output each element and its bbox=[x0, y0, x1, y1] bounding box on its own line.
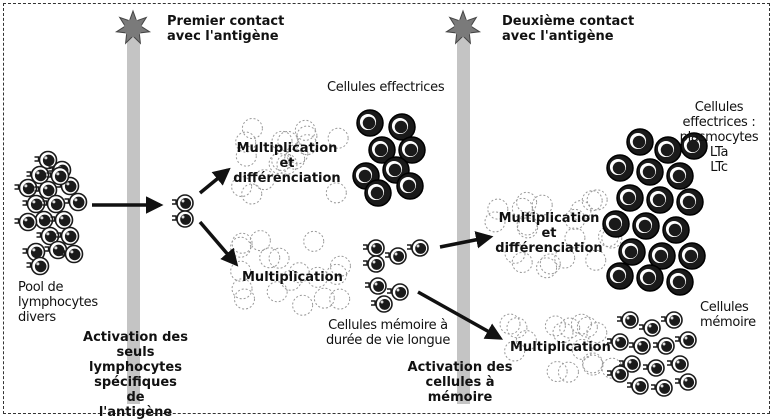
effector-cell bbox=[632, 212, 660, 240]
lymphocyte-cell bbox=[46, 166, 70, 186]
effector-cell bbox=[368, 136, 396, 164]
effector-cell bbox=[396, 172, 424, 200]
effector-cell bbox=[678, 242, 706, 270]
lymphocyte-cell bbox=[617, 311, 639, 329]
lymphocyte-cell bbox=[172, 210, 194, 228]
effector-cell bbox=[666, 162, 694, 190]
lymphocyte-cell bbox=[667, 355, 689, 373]
effector-cell bbox=[606, 262, 634, 290]
lymphocyte-cell bbox=[50, 210, 74, 230]
lymphocyte-cell bbox=[22, 242, 46, 262]
lymphocyte-cell bbox=[34, 180, 58, 200]
effector-cell bbox=[680, 132, 708, 160]
activation-memory-label: Activation des cellules à mémoire bbox=[407, 360, 513, 405]
diagram-frame bbox=[3, 3, 770, 414]
effector-cell bbox=[606, 154, 634, 182]
second-contact-bar bbox=[457, 36, 470, 404]
effector-cell bbox=[364, 179, 392, 207]
arrow-icon bbox=[417, 290, 504, 340]
lymphocyte-cell bbox=[363, 239, 385, 257]
pool-label: Pool de lymphocytes divers bbox=[18, 280, 98, 325]
multiplication-label-1: Multiplication bbox=[242, 270, 343, 285]
lymphocyte-cell bbox=[619, 355, 641, 373]
mult-diff-label-2: Multiplication et différenciation bbox=[495, 211, 603, 256]
lymphocyte-cell bbox=[651, 379, 673, 397]
lymphocyte-cell bbox=[36, 226, 60, 246]
lymphocyte-cell bbox=[653, 337, 675, 355]
lymphocyte-cell bbox=[172, 194, 194, 212]
effector-cell bbox=[662, 216, 690, 244]
lymphocyte-cell bbox=[22, 194, 46, 214]
lymphocyte-cell bbox=[407, 239, 429, 257]
effector-cell bbox=[636, 264, 664, 292]
lymphocyte-cell bbox=[26, 256, 50, 276]
lymphocyte-cell bbox=[365, 277, 387, 295]
antigen-star-icon bbox=[114, 9, 152, 45]
effector-cell bbox=[388, 113, 416, 141]
lymphocyte-cell bbox=[56, 226, 80, 246]
lymphocyte-cell bbox=[371, 295, 393, 313]
lymphocyte-cell bbox=[675, 373, 697, 391]
lymphocyte-cell bbox=[26, 165, 50, 185]
lymphocyte-cell bbox=[44, 240, 68, 260]
lymphocyte-cell bbox=[661, 311, 683, 329]
dashed-cell-clusters bbox=[230, 118, 623, 383]
arrow-icon bbox=[198, 167, 231, 195]
antigen-star-icon bbox=[444, 9, 482, 45]
lymphocyte-cells bbox=[14, 109, 708, 397]
effector-cell bbox=[676, 188, 704, 216]
effector-cell bbox=[602, 210, 630, 238]
effector-cell bbox=[646, 186, 674, 214]
activation-specific-label: Activation des seuls lymphocytes spécifi… bbox=[83, 330, 188, 420]
lymphocyte-cell bbox=[34, 150, 58, 170]
first-contact-bar bbox=[127, 36, 140, 404]
lymphocyte-cell bbox=[627, 377, 649, 395]
effector-cell bbox=[398, 136, 426, 164]
multiplication-label-2: Multiplication bbox=[510, 340, 611, 355]
lymphocyte-cell bbox=[607, 365, 629, 383]
second-contact-label: Deuxième contact avec l'antigène bbox=[502, 14, 635, 44]
effector-cells-right-label: Cellules effectrices : plasmocytes LTa L… bbox=[679, 100, 759, 175]
effector-cell bbox=[356, 109, 384, 137]
effector-cell bbox=[626, 128, 654, 156]
effector-cell bbox=[636, 158, 664, 186]
lymphocyte-cell bbox=[607, 333, 629, 351]
lymphocyte-cell bbox=[387, 283, 409, 301]
lymphocyte-cell bbox=[629, 337, 651, 355]
lymphocyte-cell bbox=[675, 331, 697, 349]
effector-cell bbox=[648, 242, 676, 270]
lymphocyte-cell bbox=[14, 178, 38, 198]
lymphocyte-cell bbox=[643, 359, 665, 377]
memory-long-label: Cellules mémoire à durée de vie longue bbox=[325, 318, 451, 348]
memory-cells-label: Cellules mémoire bbox=[700, 300, 756, 330]
lymphocyte-cell bbox=[14, 212, 38, 232]
effector-cells-label: Cellules effectrices bbox=[327, 80, 445, 95]
effector-cell bbox=[666, 268, 694, 296]
arrow-icon bbox=[439, 231, 494, 249]
first-contact-label: Premier contact avec l'antigène bbox=[167, 14, 285, 44]
effector-cell bbox=[616, 184, 644, 212]
lymphocyte-cell bbox=[64, 192, 88, 212]
mult-diff-label-1: Multiplication et différenciation bbox=[233, 141, 341, 186]
lymphocyte-cell bbox=[60, 244, 84, 264]
effector-cell bbox=[654, 136, 682, 164]
lymphocyte-cell bbox=[363, 255, 385, 273]
lymphocyte-cell bbox=[639, 319, 661, 337]
effector-cell bbox=[618, 238, 646, 266]
lymphocyte-cell bbox=[385, 247, 407, 265]
arrow-icon bbox=[198, 220, 239, 267]
lymphocyte-cell bbox=[42, 194, 66, 214]
